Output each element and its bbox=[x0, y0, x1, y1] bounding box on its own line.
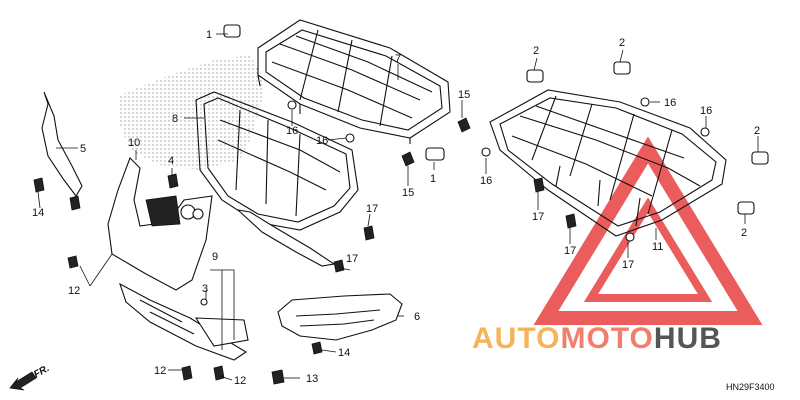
callout-15a: 15 bbox=[458, 89, 470, 101]
callout-17a: 17 bbox=[366, 203, 378, 215]
callout-17c: 17 bbox=[532, 211, 544, 223]
clip-14a bbox=[33, 177, 45, 193]
rear-carrier-11 bbox=[489, 89, 727, 237]
callout-3: 3 bbox=[202, 283, 208, 295]
callout-17b: 17 bbox=[346, 253, 358, 265]
grommet-2c bbox=[751, 151, 769, 165]
skid-plate bbox=[119, 282, 249, 361]
callout-16f: 17 bbox=[622, 259, 634, 271]
callout-12c: 12 bbox=[234, 375, 246, 387]
callout-16d: 16 bbox=[664, 97, 676, 109]
callout-12a: 12 bbox=[68, 285, 80, 297]
callout-9: 9 bbox=[212, 251, 218, 263]
callout-11: 11 bbox=[652, 241, 663, 253]
callout-14a: 14 bbox=[32, 207, 44, 219]
callout-2b: 2 bbox=[619, 37, 625, 49]
grommet-2d bbox=[737, 201, 755, 215]
bolt-12b bbox=[181, 365, 193, 381]
nut-4 bbox=[167, 173, 179, 189]
collar-16c bbox=[481, 147, 491, 157]
callout-5: 5 bbox=[80, 143, 86, 155]
leader-lines bbox=[37, 33, 759, 381]
bolt-15b bbox=[401, 151, 415, 167]
diagram-code: HN29F3400 bbox=[726, 382, 775, 392]
collar-16a bbox=[287, 100, 297, 110]
callout-2c: 2 bbox=[754, 125, 760, 137]
callout-15b: 15 bbox=[402, 187, 414, 199]
grommet-2a bbox=[526, 69, 544, 83]
bolt-13 bbox=[271, 369, 285, 385]
front-cover-10 bbox=[107, 157, 213, 291]
side-cover-5 bbox=[41, 91, 83, 197]
clip-14b bbox=[311, 341, 323, 355]
watermark-auto: AUTO bbox=[472, 322, 560, 355]
watermark-hub: HUB bbox=[654, 322, 722, 355]
hardware bbox=[33, 24, 769, 385]
callouts: 1 1 2 2 2 2 3 4 5 6 7 8 9 10 11 12 12 12… bbox=[32, 29, 760, 387]
callout-17d: 17 bbox=[564, 245, 576, 257]
collar-16b bbox=[345, 133, 355, 143]
direction-label: FR. bbox=[32, 363, 51, 381]
callout-4: 4 bbox=[168, 155, 174, 167]
watermark: AUTOMOTOHUB bbox=[472, 322, 722, 355]
collar-16d bbox=[640, 97, 650, 107]
grommet-2b bbox=[613, 61, 631, 75]
bolt-14-small bbox=[69, 195, 81, 211]
bolt-17a bbox=[363, 225, 375, 241]
watermark-triangle bbox=[533, 136, 763, 325]
collar-16e bbox=[700, 127, 710, 137]
collar-16f bbox=[625, 232, 635, 242]
bolt-15a bbox=[457, 117, 471, 133]
bolt-17d bbox=[565, 213, 577, 229]
callout-1b: 1 bbox=[430, 173, 436, 185]
bolt-17b bbox=[333, 259, 345, 273]
rear-carrier-7 bbox=[257, 19, 451, 144]
vehicle-silhouette bbox=[118, 55, 265, 170]
bolt-17c bbox=[533, 177, 545, 193]
grommet-1b bbox=[425, 147, 445, 161]
front-direction-indicator: FR. bbox=[9, 363, 51, 391]
grommet-1a bbox=[223, 24, 241, 38]
svg-text:AUTOMOTOHUB: AUTOMOTOHUB bbox=[472, 322, 722, 355]
callout-10: 10 bbox=[128, 137, 140, 149]
callout-14b: 14 bbox=[338, 347, 350, 359]
callout-16c: 16 bbox=[480, 175, 492, 187]
callout-16e: 16 bbox=[700, 105, 712, 117]
callout-7: 7 bbox=[395, 53, 401, 65]
front-carrier-8 bbox=[195, 91, 359, 267]
watermark-moto: MOTO bbox=[560, 322, 653, 355]
callout-2a: 2 bbox=[533, 45, 539, 57]
arrow-icon bbox=[9, 371, 37, 391]
bolt-12a bbox=[67, 255, 79, 269]
callout-16a: 16 bbox=[286, 125, 298, 137]
callout-6: 6 bbox=[414, 311, 420, 323]
callout-2d: 2 bbox=[741, 227, 747, 239]
callout-13: 13 bbox=[306, 373, 318, 385]
callout-8: 8 bbox=[172, 113, 178, 125]
bolt-12c bbox=[213, 365, 225, 381]
callout-12b: 12 bbox=[154, 365, 166, 377]
cover-6 bbox=[277, 293, 403, 341]
callout-1a: 1 bbox=[206, 29, 212, 41]
callout-16b: 16 bbox=[316, 135, 328, 147]
nut-3 bbox=[200, 298, 208, 306]
